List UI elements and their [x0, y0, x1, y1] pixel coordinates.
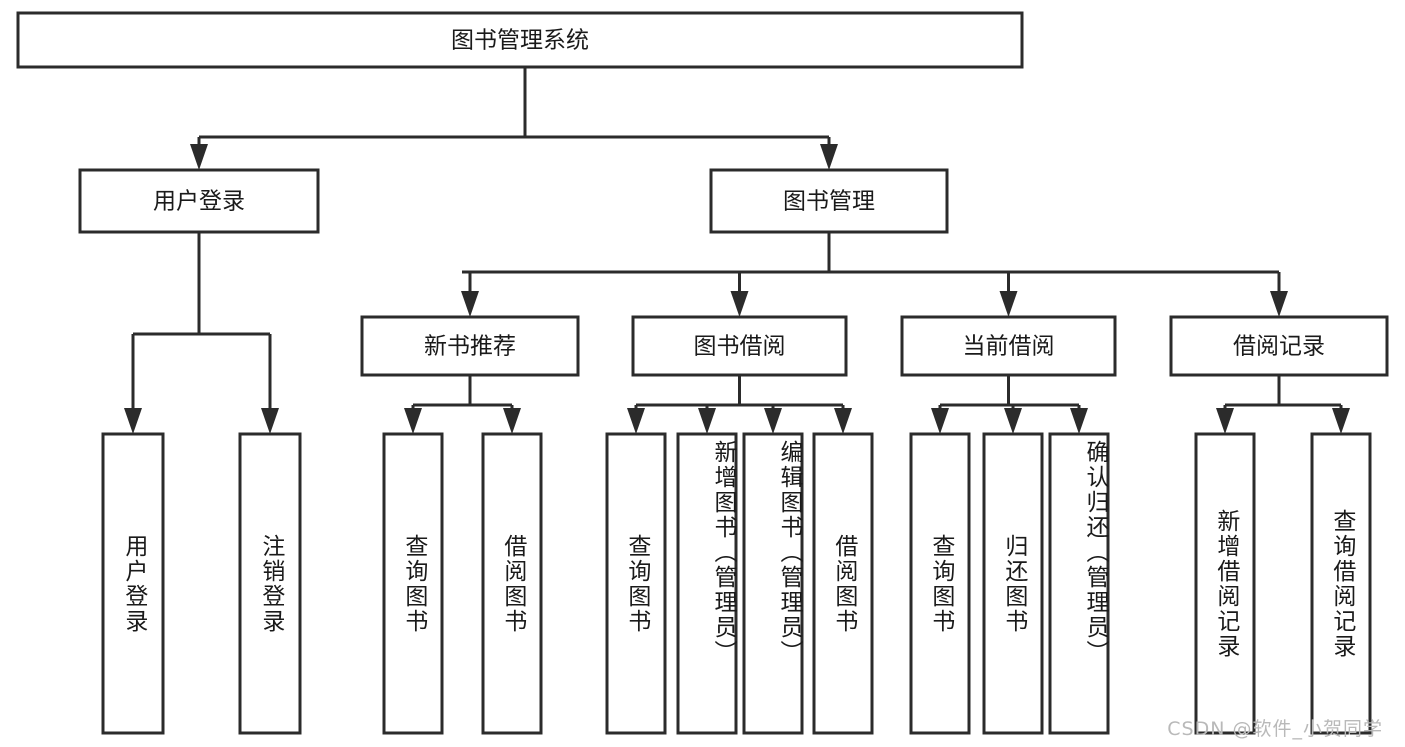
- node-box-leaf-return-book: [982, 432, 1044, 735]
- csdn-watermark: CSDN @软件_小贺同学: [1167, 718, 1383, 740]
- arrow-head-icon: [190, 144, 208, 170]
- arrow-head-icon: [1332, 408, 1350, 434]
- node-box-user-login: [78, 168, 320, 234]
- arrow-head-icon: [627, 408, 645, 434]
- node-box-leaf-query-book-recommend: [382, 432, 444, 735]
- node-box-borrow-record: [1169, 315, 1389, 377]
- node-label-book-management: 图书管理: [783, 189, 875, 215]
- arrow-head-icon: [124, 408, 142, 434]
- arrow-head-icon: [461, 291, 479, 317]
- arrow-head-icon: [1216, 408, 1234, 434]
- node-box-leaf-add-borrow-record: [1194, 432, 1256, 735]
- node-box-leaf-confirm-return-admin: [1048, 432, 1110, 735]
- node-box-layer: [16, 11, 1389, 735]
- arrow-head-icon: [764, 408, 782, 434]
- node-box-new-book-recommend: [360, 315, 580, 377]
- node-label-user-login: 用户登录: [153, 189, 245, 215]
- arrow-head-icon: [999, 291, 1018, 317]
- node-box-leaf-edit-book-admin: [742, 432, 804, 735]
- arrow-head-icon: [1270, 291, 1288, 317]
- node-label-new-book-recommend: 新书推荐: [424, 334, 516, 360]
- node-box-leaf-user-login: [101, 432, 165, 735]
- node-box-leaf-query-book-current: [909, 432, 971, 735]
- node-box-leaf-logout: [238, 432, 302, 735]
- connector-layer: [124, 67, 1350, 434]
- arrow-head-icon: [730, 291, 749, 317]
- arrow-head-icon: [261, 408, 279, 434]
- arrow-head-icon: [931, 408, 949, 434]
- node-box-book-borrow: [631, 315, 848, 377]
- node-box-root: [16, 11, 1024, 69]
- node-label-current-borrow: 当前借阅: [963, 334, 1055, 360]
- node-label-root: 图书管理系统: [451, 28, 589, 54]
- node-box-leaf-query-borrow-record: [1310, 432, 1372, 735]
- node-box-current-borrow: [900, 315, 1117, 377]
- node-box-leaf-borrow-book: [812, 432, 874, 735]
- arrow-head-icon: [404, 408, 422, 434]
- node-box-book-management: [709, 168, 949, 234]
- node-box-leaf-borrow-book-recommend: [481, 432, 543, 735]
- node-box-leaf-query-book-borrow: [605, 432, 667, 735]
- node-label-borrow-record: 借阅记录: [1233, 334, 1325, 360]
- arrow-head-icon: [698, 408, 716, 434]
- arrow-head-icon: [1070, 408, 1088, 434]
- arrow-head-icon: [820, 144, 838, 170]
- node-box-leaf-add-book-admin: [676, 432, 738, 735]
- arrow-head-icon: [1004, 408, 1022, 434]
- arrow-head-icon: [503, 408, 521, 434]
- arrow-head-icon: [834, 408, 852, 434]
- node-label-book-borrow: 图书借阅: [694, 334, 786, 360]
